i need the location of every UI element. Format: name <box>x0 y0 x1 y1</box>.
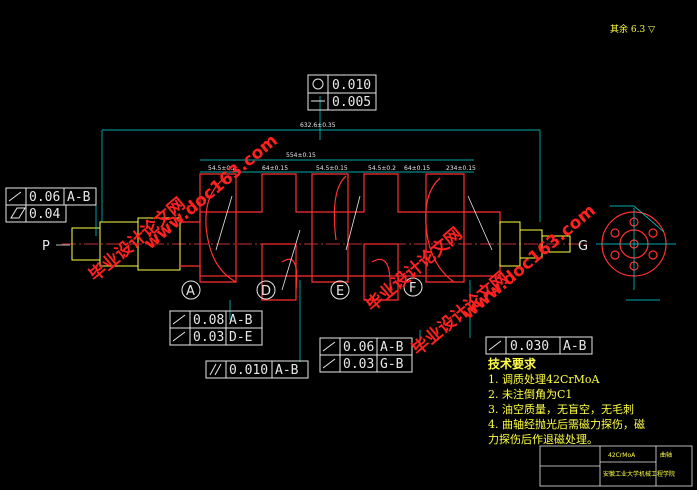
datum-e: E <box>336 284 344 299</box>
surface-note-value: 6.3 <box>630 25 646 35</box>
crankshaft-body <box>180 173 501 301</box>
mid-fcf <box>169 310 263 346</box>
watermark-2: www.doc163.com <box>140 131 281 254</box>
tech-title: 技术要求 <box>488 357 537 371</box>
datum-f: F <box>409 281 416 296</box>
left-fcf <box>5 187 97 223</box>
center-fcf <box>319 337 413 373</box>
datum-g: G <box>578 239 588 254</box>
center-fcf-datum-1: A-B <box>380 340 404 355</box>
datum-e-circle <box>330 280 350 300</box>
top-fcf <box>307 74 377 111</box>
end-view-dims <box>596 205 676 301</box>
mid-fcf-value-1: 0.08 <box>193 313 224 328</box>
mid-fcf-datum-1: A-B <box>229 313 253 328</box>
dim-d1: 54.5±0.2 <box>208 165 236 172</box>
right-fcf-datum: A-B <box>563 339 587 354</box>
datum-p: P <box>42 239 50 254</box>
tech-item: 2. 未注倒角为C1 <box>488 388 573 401</box>
watermark-3: 毕业设计论文网 <box>362 223 467 316</box>
crankshaft-right-end <box>499 221 571 267</box>
center-fcf-value-1: 0.06 <box>343 340 374 355</box>
dim-d2: 64±0.15 <box>262 165 288 172</box>
datum-a: A <box>186 284 195 299</box>
top-fcf-value-2: 0.005 <box>332 95 371 110</box>
center-fcf-value-2: 0.03 <box>343 357 374 372</box>
bottom-fcf-value: 0.010 <box>229 363 268 378</box>
watermark-5: www.doc163.com <box>458 201 599 324</box>
bottom-fcf-datum: A-B <box>275 363 299 378</box>
left-fcf-value-2: 0.04 <box>29 207 60 222</box>
roughness-symbol-icon: ▽ <box>648 25 656 35</box>
left-fcf-datum-1: A-B <box>67 190 91 205</box>
title-block <box>539 445 693 487</box>
surface-note-text: 其余 <box>610 25 629 35</box>
mid-fcf-value-2: 0.03 <box>193 330 224 345</box>
oil-holes <box>215 195 493 291</box>
technical-requirements: 技术要求 1. 调质处理42CrMoA 2. 未注倒角为C1 3. 油空质量，无… <box>488 357 688 447</box>
datum-d-circle <box>256 280 276 300</box>
mid-fcf-datum-2: D-E <box>229 330 252 345</box>
title-school: 安徽工业大学机械工程学院 <box>603 470 675 478</box>
center-fcf-datum-2: G-B <box>380 357 404 372</box>
datum-f-circle <box>403 277 423 297</box>
dim-d4: 54.5±0.2 <box>368 165 396 172</box>
dim-d5: 64±0.15 <box>404 165 430 172</box>
left-fcf-value-1: 0.06 <box>29 190 60 205</box>
dim-mid: 554±0.15 <box>286 152 316 159</box>
tech-item: 4. 曲轴经抛光后需磁力探伤，磁 <box>488 418 645 431</box>
dim-overall: 632.6±0.35 <box>300 122 336 129</box>
surface-finish-note: 其余 6.3 ▽ <box>610 22 655 35</box>
crankshaft-left-end <box>71 217 181 271</box>
datum-d: D <box>261 284 271 299</box>
right-fcf <box>485 336 593 355</box>
bottom-fcf <box>205 360 309 379</box>
title-name: 曲轴 <box>660 451 672 459</box>
tech-item: 1. 调质处理42CrMoA <box>488 373 600 386</box>
top-fcf-value-1: 0.010 <box>332 78 371 93</box>
dim-d3: 54.5±0.15 <box>316 165 348 172</box>
datum-a-circle <box>181 280 201 300</box>
tech-item: 3. 油空质量，无盲空，无毛刺 <box>488 403 634 416</box>
tech-item: 力探伤后作退磁处理。 <box>488 433 598 446</box>
right-fcf-value: 0.030 <box>510 339 549 354</box>
title-material: 42CrMoA <box>608 452 636 459</box>
dimension-lines <box>95 96 541 362</box>
dim-d6: 234±0.15 <box>446 165 476 172</box>
